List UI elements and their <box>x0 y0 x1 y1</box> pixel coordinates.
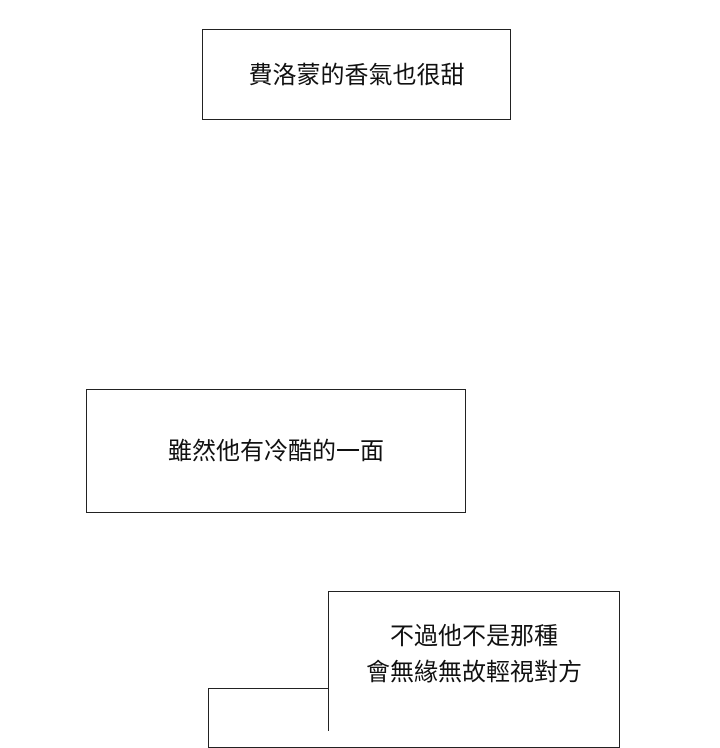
caption-box-1: 費洛蒙的香氣也很甜 <box>202 29 511 120</box>
caption-text-line-2: 會無緣無故輕視對方 <box>366 658 582 686</box>
caption-box-3: 不過他不是那種 會無緣無故輕視對方 <box>328 591 620 731</box>
caption-text-line-1: 不過他不是那種 <box>390 622 558 650</box>
caption-text: 雖然他有冷酷的一面 <box>168 437 384 465</box>
caption-box-2: 雖然他有冷酷的一面 <box>86 389 466 513</box>
caption-text: 費洛蒙的香氣也很甜 <box>248 60 465 89</box>
